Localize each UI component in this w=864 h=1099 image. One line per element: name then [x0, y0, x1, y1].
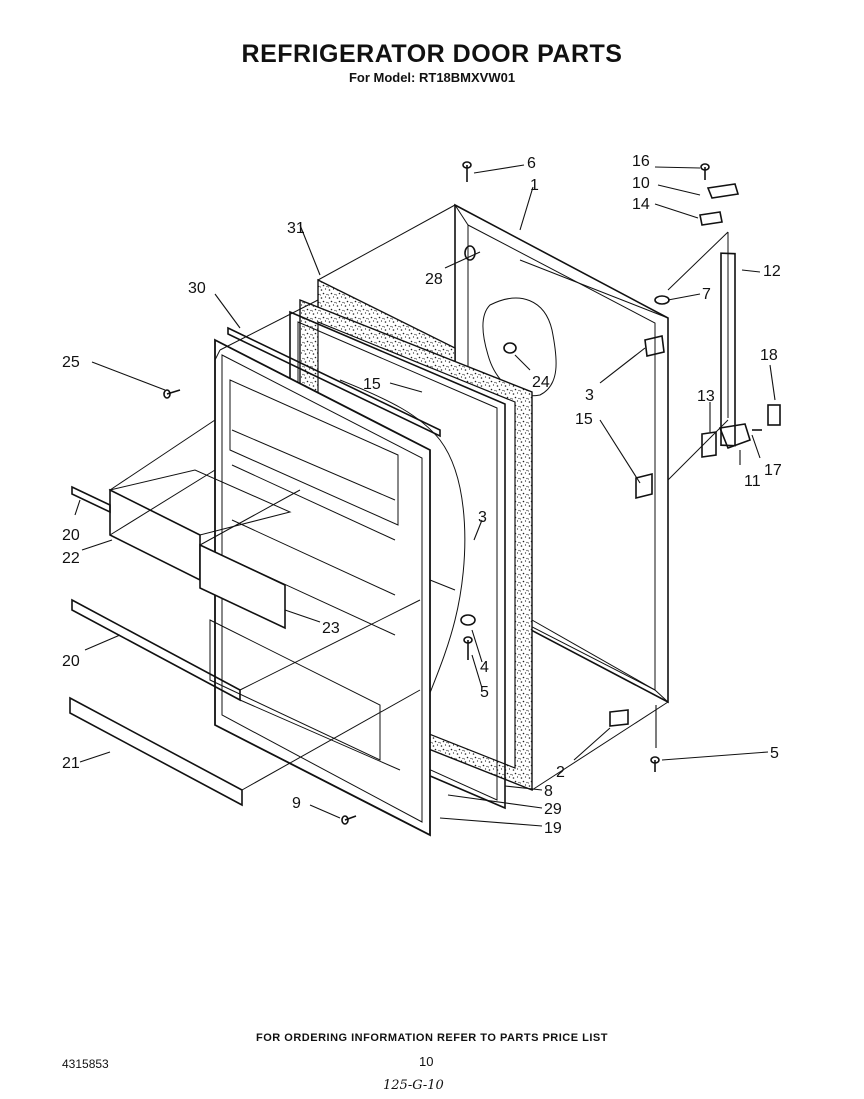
- callout-5: 5: [480, 684, 489, 701]
- callout-23: 23: [322, 620, 340, 637]
- callout-20: 20: [62, 653, 80, 670]
- callout-15: 15: [363, 376, 381, 393]
- handwritten-note: 125-G-10: [383, 1078, 444, 1093]
- callout-16: 16: [632, 153, 650, 170]
- callout-1: 1: [530, 177, 539, 194]
- inner-door-liner: [209, 338, 431, 837]
- door-bin-middle: [199, 543, 286, 630]
- callout-4: 4: [480, 659, 489, 676]
- callout-31: 31: [287, 220, 305, 237]
- handle-assembly: [609, 183, 781, 727]
- page-number: 10: [419, 1054, 434, 1069]
- callout-24: 24: [532, 374, 550, 391]
- callout-14: 14: [632, 196, 650, 213]
- callout-15: 15: [575, 411, 593, 428]
- callout-18: 18: [760, 347, 778, 364]
- shelf-rail-upper: [71, 485, 111, 514]
- shelf-front: [69, 696, 243, 807]
- screws: [163, 161, 762, 825]
- callout-12: 12: [763, 263, 781, 280]
- callout-7: 7: [702, 286, 711, 303]
- ordering-note: FOR ORDERING INFORMATION REFER TO PARTS …: [256, 1032, 608, 1044]
- diagram-title: REFRIGERATOR DOOR PARTS: [241, 40, 623, 68]
- callout-13: 13: [697, 388, 715, 405]
- callout-20: 20: [62, 527, 80, 544]
- leader-lines: [74, 164, 776, 827]
- document-number: 4315853: [62, 1057, 109, 1071]
- callout-5: 5: [770, 745, 779, 762]
- callout-19: 19: [544, 820, 562, 837]
- callout-25: 25: [62, 354, 80, 371]
- callout-10: 10: [632, 175, 650, 192]
- callout-6: 6: [527, 155, 536, 172]
- callout-28: 28: [425, 271, 443, 288]
- shelf-rail-lower: [71, 598, 241, 702]
- callout-9: 9: [292, 795, 301, 812]
- callout-labels: 1 2 3 3 4 5 5 6 7 8 9 10 11 12 13 14 15 …: [62, 153, 782, 837]
- callout-22: 22: [62, 550, 80, 567]
- callout-30: 30: [188, 280, 206, 297]
- callout-21: 21: [62, 755, 80, 772]
- callout-29: 29: [544, 801, 562, 818]
- callout-17: 17: [764, 462, 782, 479]
- callout-3: 3: [478, 509, 487, 526]
- callout-2: 2: [556, 764, 565, 781]
- callout-11: 11: [744, 473, 761, 490]
- callout-3: 3: [585, 387, 594, 404]
- door-trim-strip: [227, 326, 441, 438]
- callout-8: 8: [544, 783, 553, 800]
- model-subtitle: For Model: RT18BMXVW01: [348, 70, 516, 85]
